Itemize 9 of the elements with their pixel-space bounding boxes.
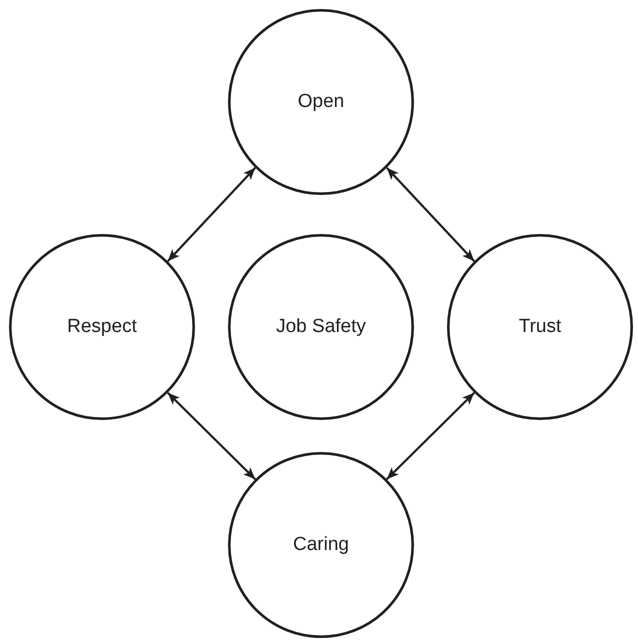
double-arrow: [386, 392, 476, 480]
node-label: Caring: [292, 534, 350, 556]
node-label: Trust: [518, 316, 562, 338]
node-label: Respect: [66, 316, 138, 338]
node-label: Job Safety: [276, 316, 366, 338]
double-arrow: [386, 167, 476, 262]
double-arrow: [166, 167, 256, 262]
node-label: Open: [296, 90, 346, 114]
double-arrow: [166, 392, 256, 480]
